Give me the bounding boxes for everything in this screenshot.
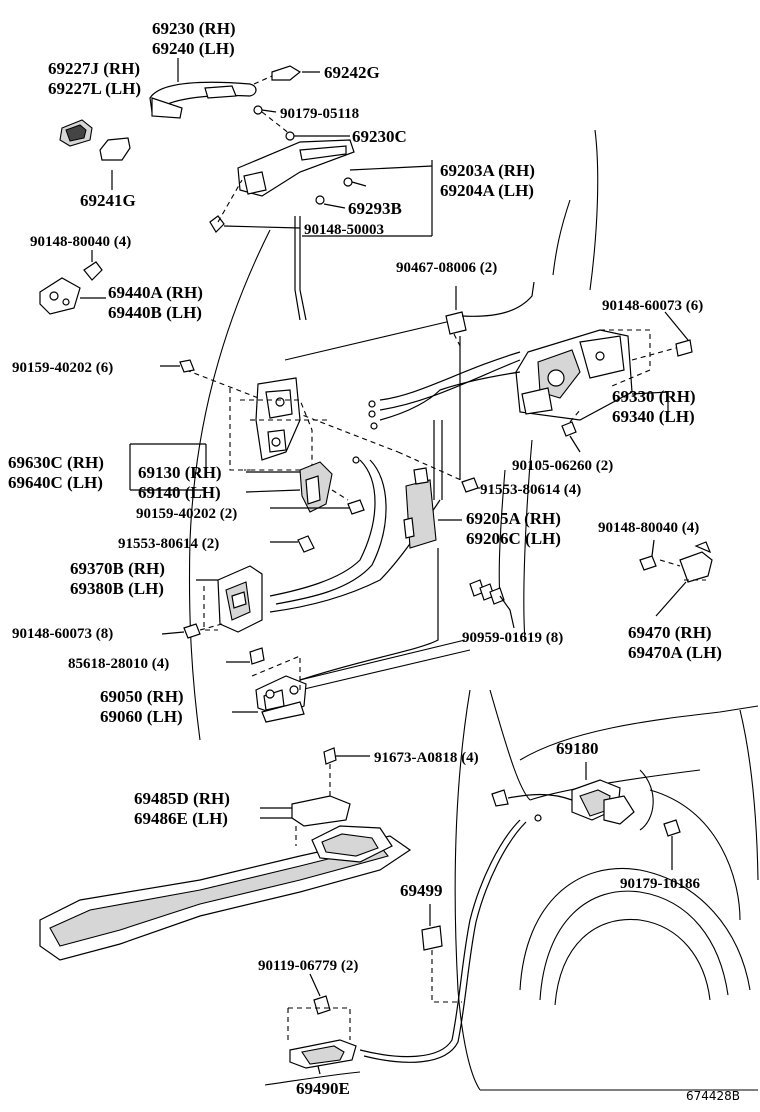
label-69630c: 69630C (RH) bbox=[8, 453, 104, 472]
label-90119-06779: 90119-06779 (2) bbox=[258, 958, 358, 974]
part-labels: 69230 (RH) 69240 (LH) 69227J (RH) 69227L… bbox=[8, 19, 740, 1103]
label-90148-80040-b: 90148-80040 (4) bbox=[598, 520, 699, 536]
label-69060: 69060 (LH) bbox=[100, 707, 183, 726]
label-90179-05118: 90179-05118 bbox=[280, 106, 359, 122]
label-69050: 69050 (RH) bbox=[100, 687, 184, 706]
handle-pad bbox=[99, 137, 131, 190]
inside-handle bbox=[245, 461, 365, 515]
label-90959-01619: 90959-01619 (8) bbox=[462, 630, 563, 646]
label-91553-80614-b: 91553-80614 (2) bbox=[118, 536, 219, 552]
label-90159-40202-b: 90159-40202 (2) bbox=[136, 506, 237, 522]
label-90179-10186: 90179-10186 bbox=[620, 876, 700, 892]
outside-handle bbox=[149, 58, 257, 119]
handle-cap bbox=[59, 119, 93, 147]
door-striker bbox=[639, 539, 713, 617]
label-90467-08006: 90467-08006 (2) bbox=[396, 260, 497, 276]
label-69440b: 69440B (LH) bbox=[108, 303, 202, 322]
label-69370b: 69370B (RH) bbox=[70, 559, 165, 578]
label-69340: 69340 (LH) bbox=[612, 407, 695, 426]
label-69130: 69130 (RH) bbox=[138, 463, 222, 482]
fuel-lid-lever bbox=[287, 973, 357, 1075]
label-90148-50003: 90148-50003 bbox=[304, 222, 384, 238]
label-69227l: 69227L (LH) bbox=[48, 79, 141, 98]
drawing-id: 674428B bbox=[686, 1089, 740, 1103]
cable-clamp bbox=[421, 904, 462, 1003]
label-69241g: 69241G bbox=[80, 191, 136, 210]
label-69204a: 69204A (LH) bbox=[440, 181, 534, 200]
label-69470a: 69470A (LH) bbox=[628, 643, 722, 662]
rear-door-latch bbox=[161, 565, 263, 639]
door-panel-outline bbox=[185, 229, 471, 741]
label-69230c: 69230C bbox=[352, 127, 407, 146]
fuel-lid-opener bbox=[359, 762, 681, 1063]
label-69490e: 69490E bbox=[296, 1079, 350, 1098]
handle-gasket bbox=[253, 65, 320, 85]
label-69205a: 69205A (RH) bbox=[466, 509, 561, 528]
label-69140: 69140 (LH) bbox=[138, 483, 221, 502]
label-69499: 69499 bbox=[400, 881, 443, 900]
label-69640c: 69640C (LH) bbox=[8, 473, 103, 492]
label-69470: 69470 (RH) bbox=[628, 623, 712, 642]
door-lock-assembly bbox=[515, 311, 693, 453]
label-69293b: 69293B bbox=[348, 199, 402, 218]
label-69242g: 69242G bbox=[324, 63, 380, 82]
label-69440a: 69440A (RH) bbox=[108, 283, 203, 302]
label-69330: 69330 (RH) bbox=[612, 387, 696, 406]
label-69486e: 69486E (LH) bbox=[134, 809, 228, 828]
lock-cables bbox=[368, 281, 535, 480]
label-90159-40202-a: 90159-40202 (6) bbox=[12, 360, 113, 376]
door-lock-actuator bbox=[270, 467, 480, 553]
label-69227j: 69227J (RH) bbox=[48, 59, 140, 78]
label-69240: 69240 (LH) bbox=[152, 39, 235, 58]
handle-frame bbox=[209, 105, 433, 321]
label-85618-28010: 85618-28010 (4) bbox=[68, 656, 169, 672]
cable-clips bbox=[469, 579, 515, 629]
floor-undercover bbox=[39, 747, 412, 961]
label-90148-60073-b: 90148-60073 (8) bbox=[12, 626, 113, 642]
label-69203a: 69203A (RH) bbox=[440, 161, 535, 180]
inner-cables bbox=[269, 420, 443, 681]
label-90148-60073-a: 90148-60073 (6) bbox=[602, 298, 703, 314]
label-69380b: 69380B (LH) bbox=[70, 579, 164, 598]
label-69485d: 69485D (RH) bbox=[134, 789, 230, 808]
label-69230: 69230 (RH) bbox=[152, 19, 236, 38]
label-91553-80614-a: 91553-80614 (4) bbox=[480, 482, 581, 498]
label-69206c: 69206C (LH) bbox=[466, 529, 561, 548]
lock-cylinder bbox=[39, 250, 106, 315]
label-90148-80040-a: 90148-80040 (4) bbox=[30, 234, 131, 250]
door-hinge bbox=[226, 647, 307, 723]
door-latch-frame bbox=[129, 359, 330, 491]
label-69180: 69180 bbox=[556, 739, 599, 758]
label-91673-a0818: 91673-A0818 (4) bbox=[374, 750, 479, 766]
vehicle-body-outline bbox=[264, 129, 759, 1091]
label-90105-06260: 90105-06260 (2) bbox=[512, 458, 613, 474]
